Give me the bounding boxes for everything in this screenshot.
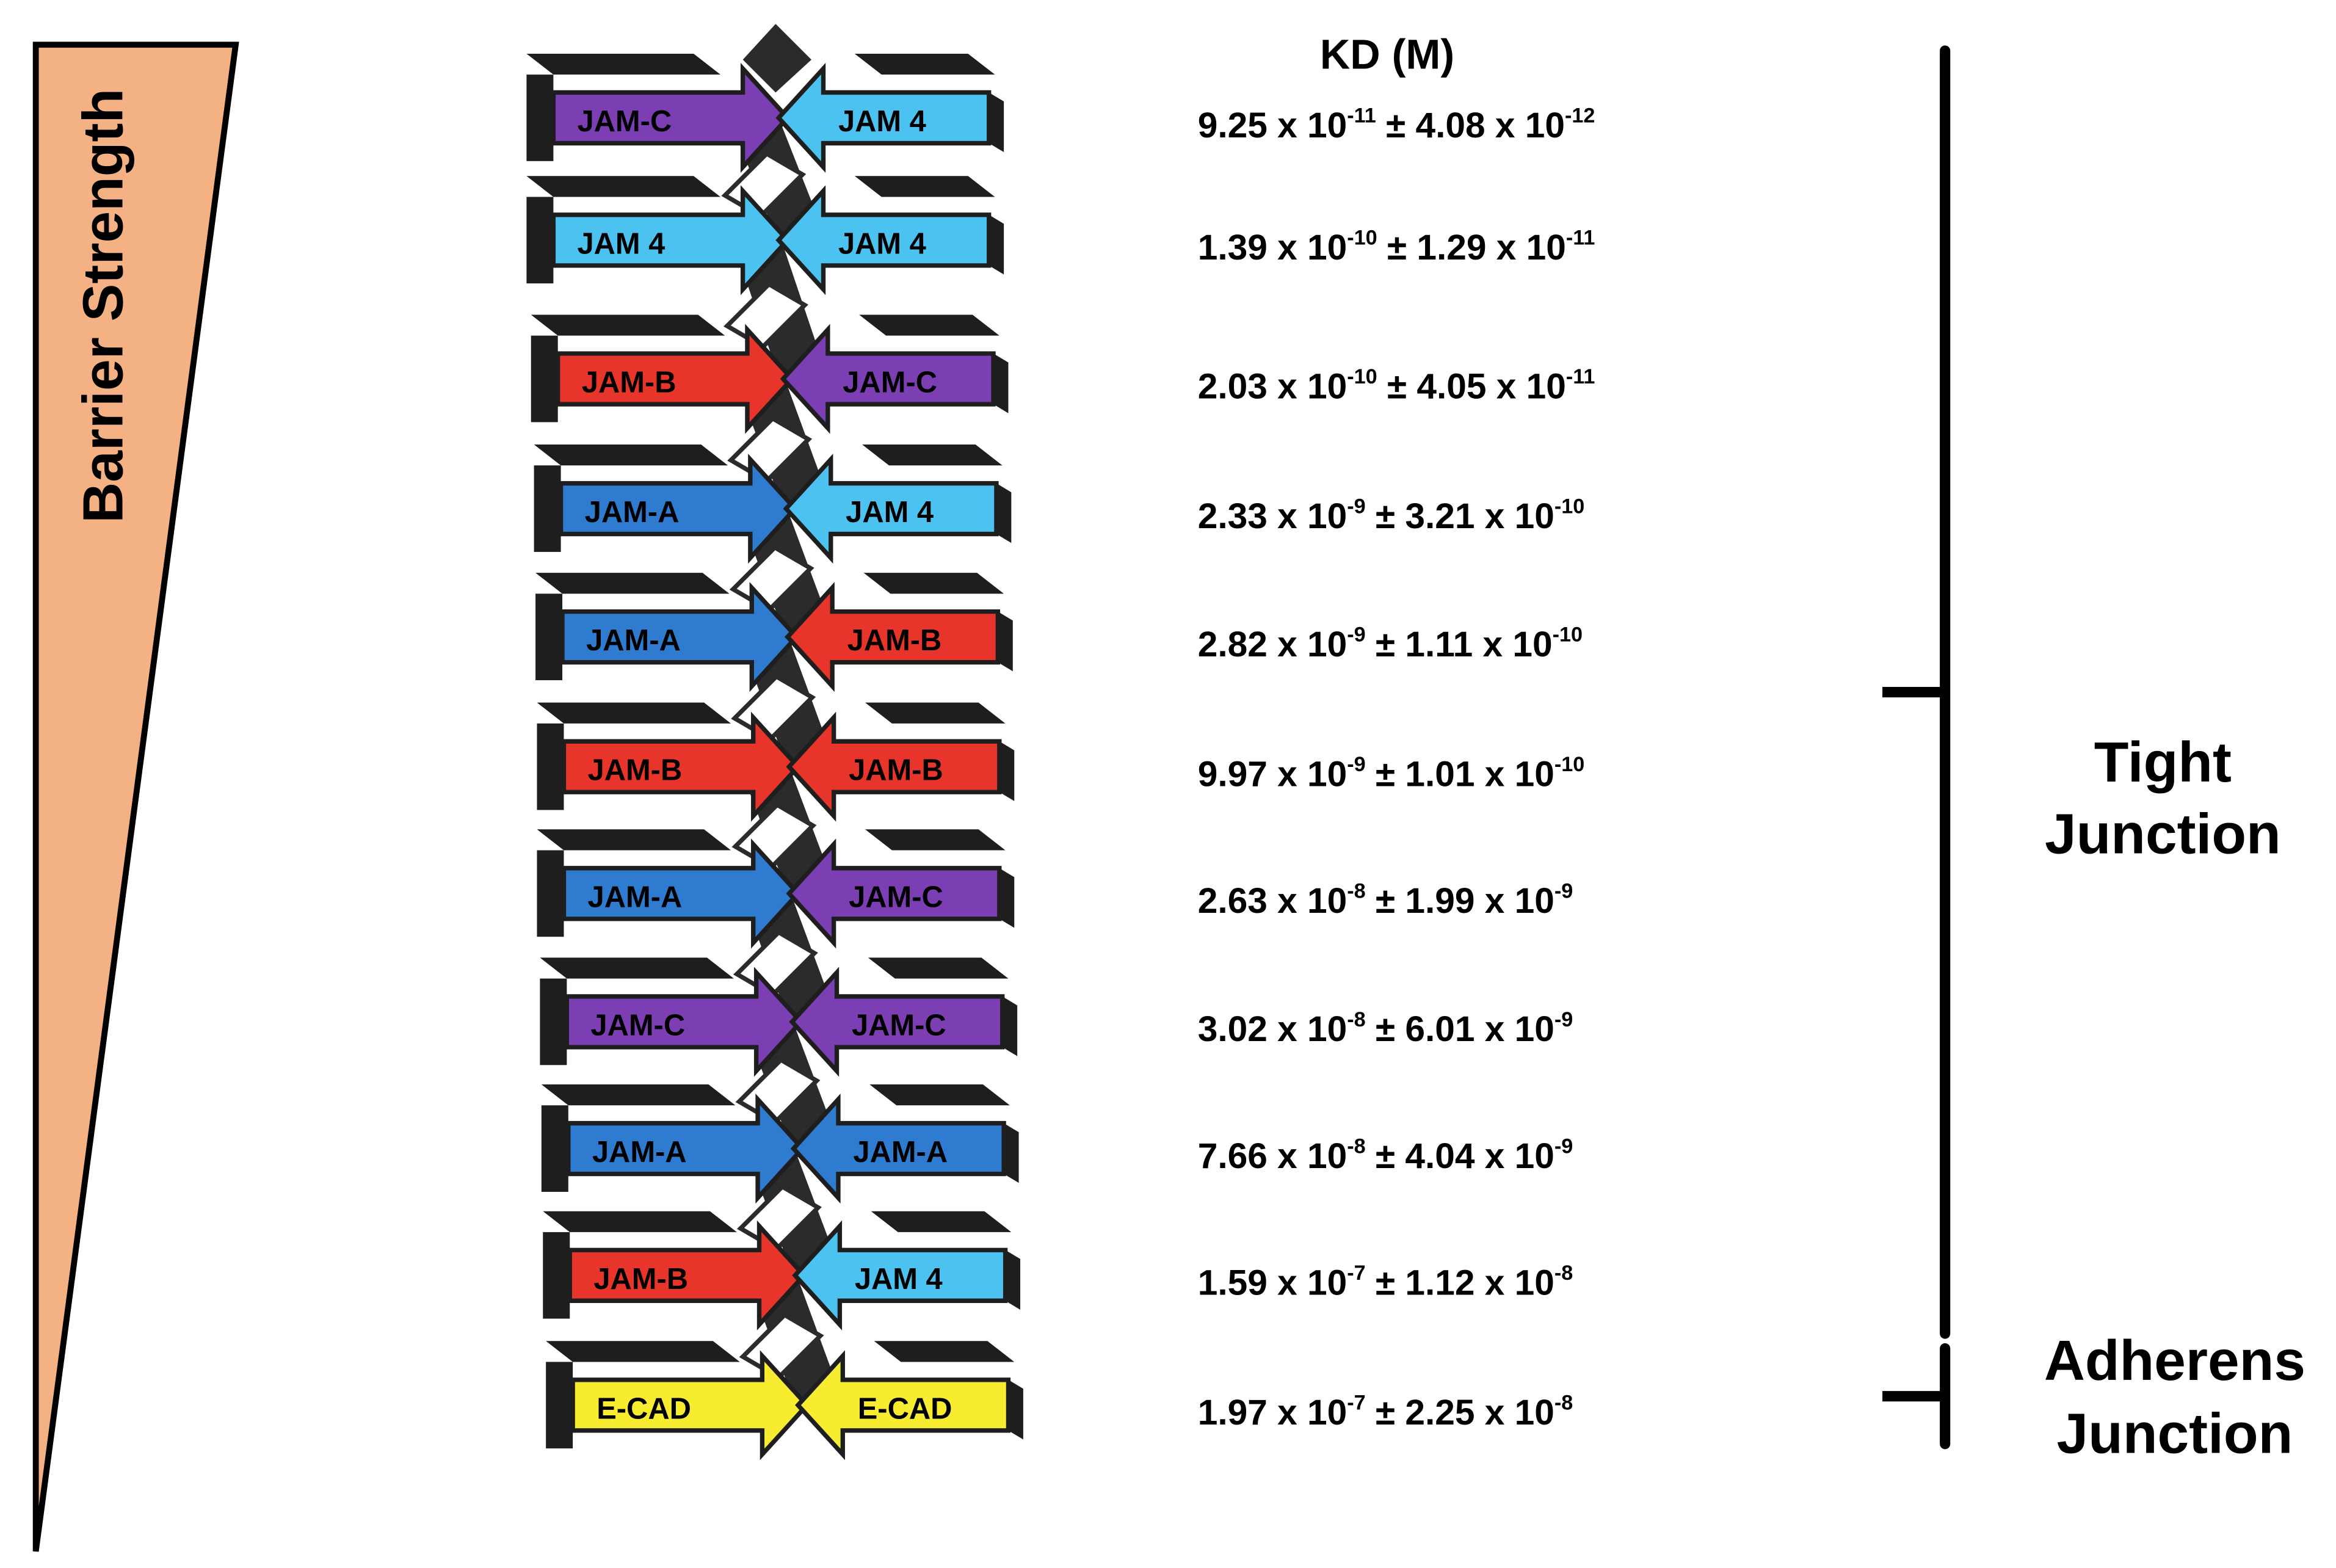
binding-ladder: JAM-C JAM 4 JAM 4 JAM 4 JAM-B JAM-C JAM-A JAM 4… — [526, 24, 1023, 1461]
right-arrow — [786, 711, 1002, 822]
adherens-junction-label-line1: Adherens — [2044, 1329, 2305, 1392]
right-protein-label: JAM-C — [849, 880, 943, 913]
right-protein-label: JAM-B — [849, 754, 943, 787]
kd-value: 2.03 x 10-10 ± 4.05 x 10-11 — [1198, 365, 1595, 406]
linker-connector-top — [742, 24, 811, 93]
binding-pair-row: JAM-A JAM-B — [535, 573, 1013, 692]
kd-value: 2.33 x 10-9 ± 3.21 x 10-10 — [1198, 495, 1585, 535]
left-protein-label: JAM-B — [582, 366, 676, 399]
right-arrow — [792, 1220, 1008, 1330]
kd-value: 1.59 x 10-7 ± 1.12 x 10-8 — [1198, 1261, 1573, 1302]
tight-junction-label-line1: Tight — [2094, 730, 2232, 794]
tight-junction-label-line2: Junction — [2045, 802, 2281, 865]
kd-value: 9.25 x 10-11 ± 4.08 x 10-12 — [1198, 104, 1595, 145]
binding-pair-row: E-CAD E-CAD — [546, 1341, 1023, 1461]
right-protein-label: JAM 4 — [846, 496, 934, 529]
left-arrow — [567, 1220, 807, 1330]
right-arrow — [795, 1350, 1011, 1461]
binding-pair-row: JAM-C JAM 4 — [526, 53, 1004, 173]
right-protein-label: JAM-C — [852, 1009, 946, 1042]
right-protein-label: JAM 4 — [855, 1263, 943, 1296]
kd-value: 1.97 x 10-7 ± 2.25 x 10-8 — [1198, 1392, 1573, 1432]
binding-pair-row: JAM-A JAM 4 — [534, 445, 1012, 564]
barrier-strength-wedge — [32, 42, 239, 1552]
left-arrow — [566, 1094, 806, 1204]
right-arrow — [775, 62, 992, 173]
kd-header: KD (M) — [1320, 31, 1454, 78]
adherens-junction-label-line2: Junction — [2057, 1401, 2293, 1465]
kd-values: 9.25 x 10-11 ± 4.08 x 10-12 1.39 x 10-10 … — [1198, 104, 1595, 1432]
binding-pair-row: JAM-B JAM 4 — [543, 1211, 1021, 1330]
left-protein-label: JAM-B — [593, 1263, 688, 1296]
left-protein-label: JAM-A — [592, 1136, 687, 1169]
binding-pair-row: JAM-A JAM-C — [537, 829, 1015, 949]
left-protein-label: JAM-A — [586, 624, 681, 657]
left-arrow — [551, 185, 791, 296]
right-arrow — [790, 1094, 1006, 1204]
left-protein-label: JAM-A — [588, 880, 683, 913]
right-protein-label: JAM 4 — [838, 227, 926, 260]
left-protein-label: JAM 4 — [577, 227, 665, 260]
kd-value: 3.02 x 10-8 ± 6.01 x 10-9 — [1198, 1008, 1573, 1049]
left-protein-label: JAM-C — [590, 1009, 685, 1042]
right-arrow — [786, 838, 1002, 949]
left-protein-label: E-CAD — [597, 1392, 691, 1425]
left-arrow — [556, 324, 796, 434]
binding-pair-row: JAM-C JAM-C — [540, 957, 1018, 1077]
left-arrow — [551, 62, 791, 173]
kd-value: 7.66 x 10-8 ± 4.04 x 10-9 — [1198, 1134, 1573, 1175]
kd-value: 9.97 x 10-9 ± 1.01 x 10-10 — [1198, 753, 1585, 794]
left-arrow — [560, 582, 800, 692]
right-protein-label: E-CAD — [858, 1392, 952, 1425]
kd-value: 1.39 x 10-10 ± 1.29 x 10-11 — [1198, 227, 1595, 267]
left-arrow — [561, 838, 801, 949]
barrier-strength-label: Barrier Strength — [71, 89, 134, 523]
kd-value: 2.82 x 10-9 ± 1.11 x 10-10 — [1198, 623, 1583, 664]
binding-pair-row: JAM-A JAM-A — [541, 1084, 1019, 1204]
left-arrow — [570, 1350, 810, 1461]
adherens-junction-bracket — [1882, 1343, 1951, 1450]
right-arrow — [784, 582, 1001, 692]
right-protein-label: JAM 4 — [838, 105, 926, 138]
right-protein-label: JAM-C — [843, 366, 937, 399]
right-arrow — [789, 967, 1005, 1077]
left-protein-label: JAM-B — [588, 754, 683, 787]
left-protein-label: JAM-A — [585, 496, 680, 529]
left-arrow — [558, 453, 799, 564]
binding-pair-row: JAM-B JAM-B — [537, 702, 1015, 822]
left-arrow — [561, 711, 801, 822]
right-arrow — [780, 324, 996, 434]
binding-pair-row: JAM-B JAM-C — [531, 314, 1009, 434]
right-protein-label: JAM-B — [847, 624, 942, 657]
tight-junction-bracket — [1882, 45, 1951, 1339]
right-arrow — [775, 185, 992, 296]
left-arrow — [564, 967, 804, 1077]
right-arrow — [783, 453, 999, 564]
right-protein-label: JAM-A — [853, 1136, 948, 1169]
kd-value: 2.63 x 10-8 ± 1.99 x 10-9 — [1198, 880, 1573, 921]
binding-pair-row: JAM 4 JAM 4 — [526, 176, 1004, 296]
left-protein-label: JAM-C — [577, 105, 672, 138]
